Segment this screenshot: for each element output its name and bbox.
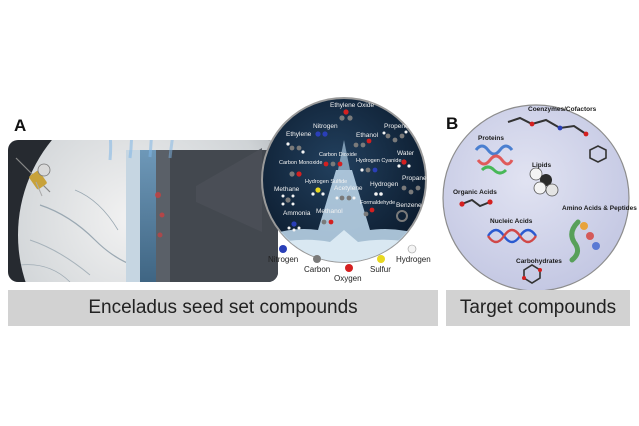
label-benzene: Benzene bbox=[396, 202, 422, 209]
ethylene-icon bbox=[286, 142, 305, 154]
label-proteins: Proteins bbox=[478, 135, 505, 142]
benzene-icon bbox=[396, 210, 408, 222]
key-oxygen-label: Oxygen bbox=[334, 274, 362, 283]
hydrogen-sulfide-icon bbox=[311, 187, 325, 196]
label-formaldehyde: Formaldehyde bbox=[360, 200, 396, 206]
lipid-icon bbox=[529, 167, 559, 197]
label-methane: Methane bbox=[274, 186, 300, 193]
coenzyme-icon bbox=[507, 116, 607, 163]
hydrogen-cyanide-icon bbox=[360, 167, 378, 173]
propane-icon bbox=[401, 185, 421, 195]
hydrogen-atom-icon bbox=[407, 244, 417, 254]
propene-icon bbox=[382, 130, 408, 143]
caption-seed-set: Enceladus seed set compounds bbox=[8, 290, 438, 326]
protein-icon bbox=[474, 144, 514, 175]
carbon-dioxide-icon bbox=[323, 161, 343, 167]
acetylene-icon bbox=[335, 195, 356, 201]
label-carbon-dioxide: Carbon Dioxide bbox=[319, 152, 357, 158]
carbohydrate-icon bbox=[522, 264, 542, 284]
zoom-connector bbox=[196, 148, 262, 232]
label-amino-acids: Amino Acids & Peptides bbox=[562, 205, 637, 212]
water-icon bbox=[397, 159, 411, 168]
amino-acid-icon bbox=[569, 219, 600, 263]
label-hydrogen-cyanide: Hydrogen Cyanide bbox=[356, 158, 402, 164]
ethanol-icon bbox=[353, 138, 372, 148]
key-sulfur-label: Sulfur bbox=[370, 265, 391, 274]
key-hydrogen-label: Hydrogen bbox=[396, 255, 431, 264]
label-hydrogen-molecule: Hydrogen bbox=[370, 181, 399, 188]
key-carbon-label: Carbon bbox=[304, 265, 331, 274]
inset-circle bbox=[261, 97, 427, 263]
ammonia-icon bbox=[287, 221, 301, 232]
label-ethanol: Ethanol bbox=[356, 132, 379, 139]
label-lipids: Lipids bbox=[532, 162, 552, 169]
hydrogen-molecule-icon bbox=[374, 192, 383, 196]
oxygen-atom-icon bbox=[345, 264, 353, 272]
label-carbon-monoxide: Carbon Monoxide bbox=[279, 160, 323, 166]
label-propene: Propene bbox=[384, 123, 409, 130]
label-ethylene: Ethylene bbox=[286, 131, 312, 138]
inset-molecule-icons bbox=[281, 109, 421, 232]
label-nitrogen-molecule: Nitrogen bbox=[313, 123, 338, 130]
ethylene-oxide-icon bbox=[339, 109, 353, 121]
label-water: Water bbox=[397, 150, 415, 157]
organic-acid-icon bbox=[459, 198, 493, 208]
label-carbohydrates: Carbohydrates bbox=[516, 258, 562, 265]
label-methanol: Methanol bbox=[316, 208, 343, 215]
nucleic-acid-icon bbox=[487, 228, 537, 244]
methanol-icon bbox=[321, 219, 334, 225]
label-ammonia: Ammonia bbox=[283, 210, 311, 217]
sulfur-atom-icon bbox=[377, 255, 385, 263]
formaldehyde-icon bbox=[363, 207, 375, 217]
enceladus-moon bbox=[18, 140, 278, 282]
key-nitrogen-label: Nitrogen bbox=[268, 255, 299, 264]
label-ethylene-oxide: Ethylene Oxide bbox=[330, 102, 375, 109]
label-hydrogen-sulfide: Hydrogen Sulfide bbox=[305, 179, 348, 185]
panel-a-label: A bbox=[14, 116, 27, 135]
label-propane: Propane bbox=[402, 175, 427, 182]
caption-target-compounds: Target compounds bbox=[446, 290, 630, 326]
carbon-monoxide-icon bbox=[289, 171, 302, 177]
panel-b-label: B bbox=[446, 114, 459, 133]
methane-icon bbox=[281, 194, 295, 206]
carbon-atom-icon bbox=[313, 255, 321, 263]
nitrogen-atom-icon bbox=[279, 245, 287, 253]
label-organic-acids: Organic Acids bbox=[453, 189, 497, 196]
target-circle bbox=[442, 104, 630, 292]
spacecraft-icon bbox=[15, 157, 51, 197]
nitrogen-molecule-icon bbox=[315, 131, 328, 137]
label-acetylene: Acetylene bbox=[334, 185, 363, 192]
label-coenzymes: Coenzymes/Cofactors bbox=[528, 106, 597, 113]
label-nucleic-acids: Nucleic Acids bbox=[490, 218, 533, 225]
atom-key-icons bbox=[279, 244, 417, 272]
